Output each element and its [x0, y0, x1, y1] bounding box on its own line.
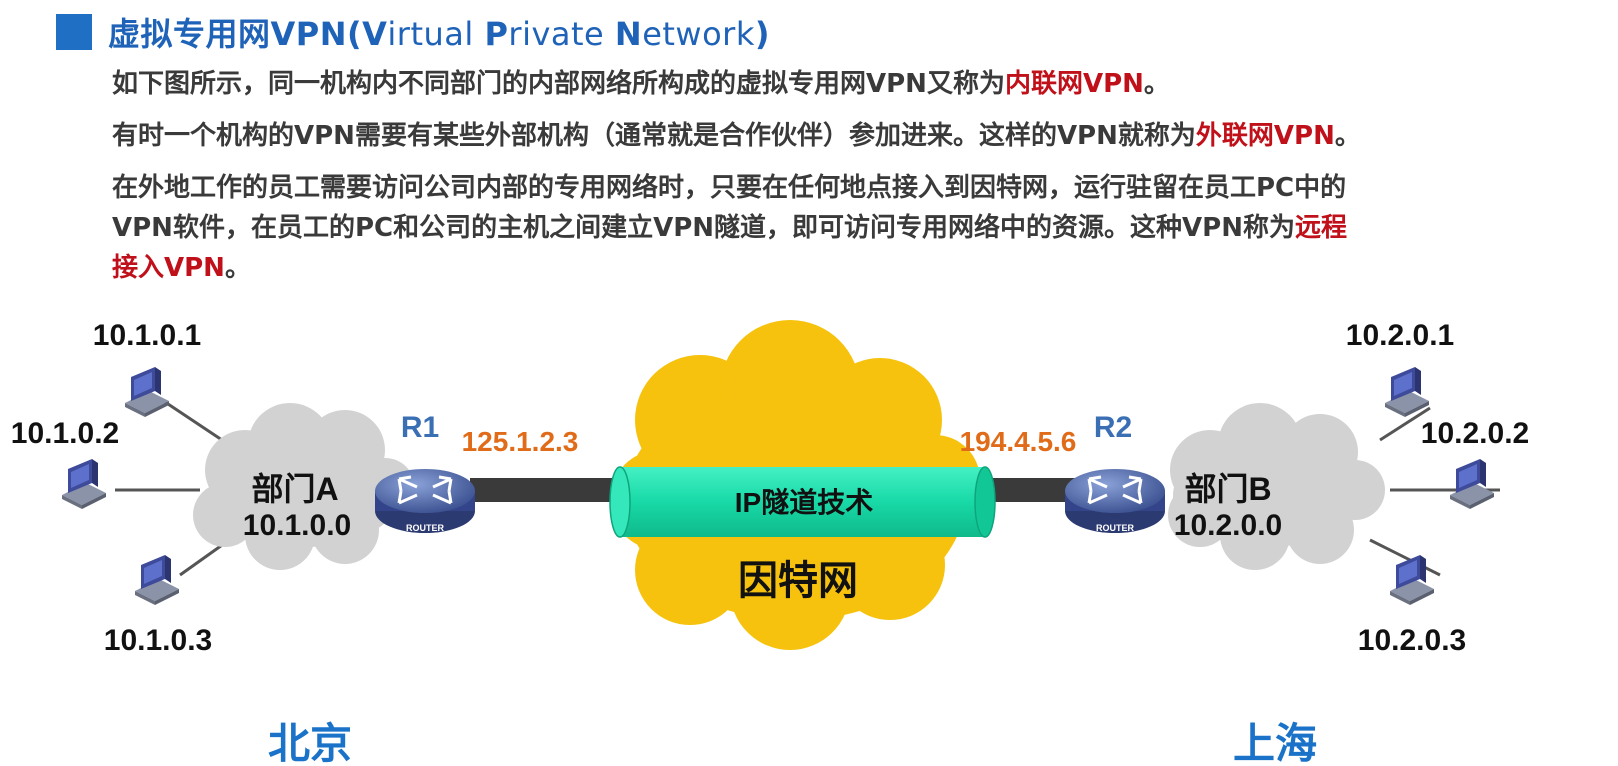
title-v: V [362, 15, 388, 53]
page-title: 虚拟专用网VPN(Virtual Private Network) [108, 9, 770, 55]
host-label-10-2-0-1: 10.2.0.1 [1346, 319, 1454, 352]
dept-a-name: 部门A [251, 471, 338, 507]
slide-heading: 虚拟专用网VPN(Virtual Private Network) [56, 9, 770, 55]
city-label-shanghai: 上海 [1233, 720, 1317, 766]
p2-end: 。 [1334, 121, 1361, 151]
tunnel-label: IP隧道技术 [735, 486, 873, 518]
pc-icon-10-2-0-1 [1385, 367, 1429, 417]
p3-line2-term: 远程 [1294, 213, 1347, 243]
p3-line2: VPN软件，在员工的PC和公司的主机之间建立VPN隧道，即可访问专用网络中的资源… [112, 208, 1592, 248]
internet-label: 因特网 [738, 559, 858, 603]
paragraph-extranet: 有时一个机构的VPN需要有某些外部机构（通常就是合作伙伴）参加进来。这样的VPN… [112, 116, 1592, 156]
title-prefix: 虚拟专用网VPN( [108, 15, 363, 53]
host-label-10-1-0-2: 10.1.0.2 [11, 417, 119, 450]
pc-icon-10-2-0-3 [1390, 555, 1434, 605]
pc-icon-10-1-0-3 [135, 555, 179, 605]
title-suffix: ) [754, 15, 770, 53]
router-r2-label: R2 [1094, 411, 1132, 444]
p2-term: 外联网VPN [1195, 121, 1335, 151]
router-r1-caption: ROUTER [406, 523, 445, 533]
p3-line3-term: 接入VPN [112, 253, 225, 283]
paragraph-intranet: 如下图所示，同一机构内不同部门的内部网络所构成的虚拟专用网VPN又称为内联网VP… [112, 64, 1592, 104]
pc-icon-10-1-0-2 [62, 459, 106, 509]
paragraph-remote-access: 在外地工作的员工需要访问公司内部的专用网络时，只要在任何地点接入到因特网，运行驻… [112, 168, 1592, 288]
p3-line2-text: VPN软件，在员工的PC和公司的主机之间建立VPN隧道，即可访问专用网络中的资源… [112, 213, 1295, 243]
link-host-10-2-0-1 [1379, 406, 1431, 442]
p1-text: 如下图所示，同一机构内不同部门的内部网络所构成的虚拟专用网VPN又称为 [112, 69, 1005, 99]
host-label-10-2-0-2: 10.2.0.2 [1421, 417, 1529, 450]
title-n: N [614, 15, 643, 53]
r2-ip-address: 194.4.5.6 [960, 426, 1077, 457]
dept-a-network: 10.1.0.0 [243, 509, 351, 542]
dept-b-network: 10.2.0.0 [1174, 509, 1282, 542]
r1-ip-address: 125.1.2.3 [462, 426, 579, 457]
link-host-10-2-0-3 [1369, 538, 1441, 577]
heading-bullet-square [56, 14, 92, 50]
dept-b-cloud [1168, 403, 1385, 570]
title-n-rest: etwork [642, 15, 755, 53]
pc-icon-10-2-0-2 [1450, 459, 1494, 509]
host-label-10-1-0-3: 10.1.0.3 [104, 624, 212, 657]
title-v-rest: irtual [387, 15, 485, 53]
p2-text: 有时一个机构的VPN需要有某些外部机构（通常就是合作伙伴）参加进来。这样的VPN… [112, 121, 1196, 151]
title-p-rest: rivate [508, 15, 615, 53]
p1-term: 内联网VPN [1004, 69, 1144, 99]
pc-icon-10-1-0-1 [125, 367, 169, 417]
p1-end: 。 [1143, 69, 1170, 99]
host-label-10-1-0-1: 10.1.0.1 [93, 319, 201, 352]
city-label-beijing: 北京 [268, 720, 352, 766]
link-host-10-1-0-1 [164, 400, 223, 442]
p3-line3: 接入VPN。 [112, 248, 1592, 288]
router-r1-icon [375, 469, 475, 533]
p3-end: 。 [224, 253, 251, 283]
title-p: P [484, 15, 509, 53]
p3-line1: 在外地工作的员工需要访问公司内部的专用网络时，只要在任何地点接入到因特网，运行驻… [112, 173, 1347, 203]
router-r2-caption: ROUTER [1096, 523, 1135, 533]
dept-b-name: 部门B [1184, 471, 1271, 507]
router-r1-label: R1 [401, 411, 439, 444]
link-r1-tunnel [470, 478, 620, 502]
dept-a-cloud [193, 403, 415, 570]
router-r2-icon [1065, 469, 1165, 533]
host-label-10-2-0-3: 10.2.0.3 [1358, 624, 1466, 657]
ip-tunnel [609, 466, 996, 538]
